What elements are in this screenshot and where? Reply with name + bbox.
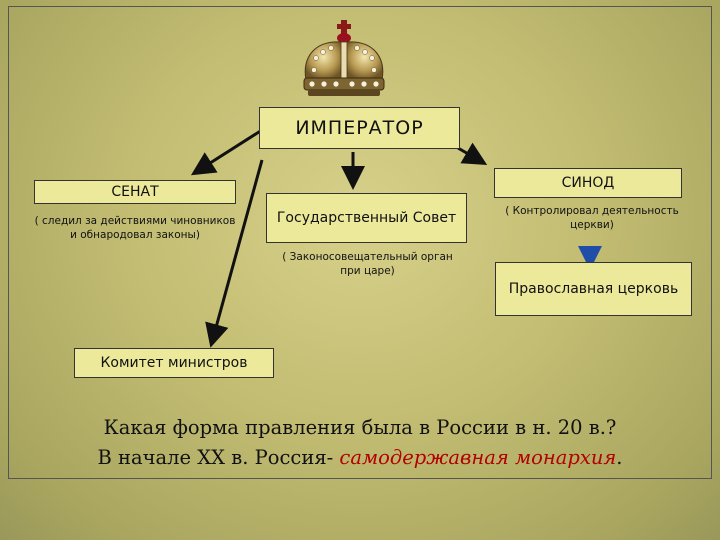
emperor-label: ИМПЕРАТОР	[295, 117, 424, 139]
slide-frame	[8, 6, 712, 479]
senate-note: ( следил за действиями чиновников и обна…	[34, 215, 236, 241]
emperor-box: ИМПЕРАТОР	[259, 107, 460, 149]
arrow-to-synod	[457, 142, 488, 166]
senate-label: СЕНАТ	[111, 184, 159, 200]
synod-box: СИНОД	[494, 168, 682, 198]
orthodox-church-box: Православная церковь	[495, 262, 692, 316]
answer-line: В начале ХХ в. Россия- самодержавная мон…	[0, 446, 720, 469]
state-council-label: Государственный Совет	[276, 210, 457, 226]
orthodox-church-label: Православная церковь	[508, 281, 679, 297]
arrow-to-senate	[190, 128, 263, 176]
state-council-box: Государственный Совет	[266, 193, 467, 243]
committee-ministers-box: Комитет министров	[74, 348, 274, 378]
arrow-to-committee	[205, 159, 264, 348]
answer-suffix: .	[616, 446, 623, 469]
senate-box: СЕНАТ	[34, 180, 236, 204]
answer-highlight: самодержавная монархия	[339, 446, 617, 469]
synod-note: ( Контролировал деятельность церкви)	[505, 205, 679, 231]
answer-prefix: В начале ХХ в. Россия-	[97, 446, 340, 469]
committee-ministers-label: Комитет министров	[100, 355, 248, 371]
question-text: Какая форма правления была в России в н.…	[103, 416, 617, 439]
state-council-note: ( Законосовещательный орган при царе)	[282, 251, 453, 277]
synod-label: СИНОД	[561, 175, 615, 191]
question-line: Какая форма правления была в России в н.…	[0, 416, 720, 439]
imperial-crown-icon	[303, 20, 385, 96]
